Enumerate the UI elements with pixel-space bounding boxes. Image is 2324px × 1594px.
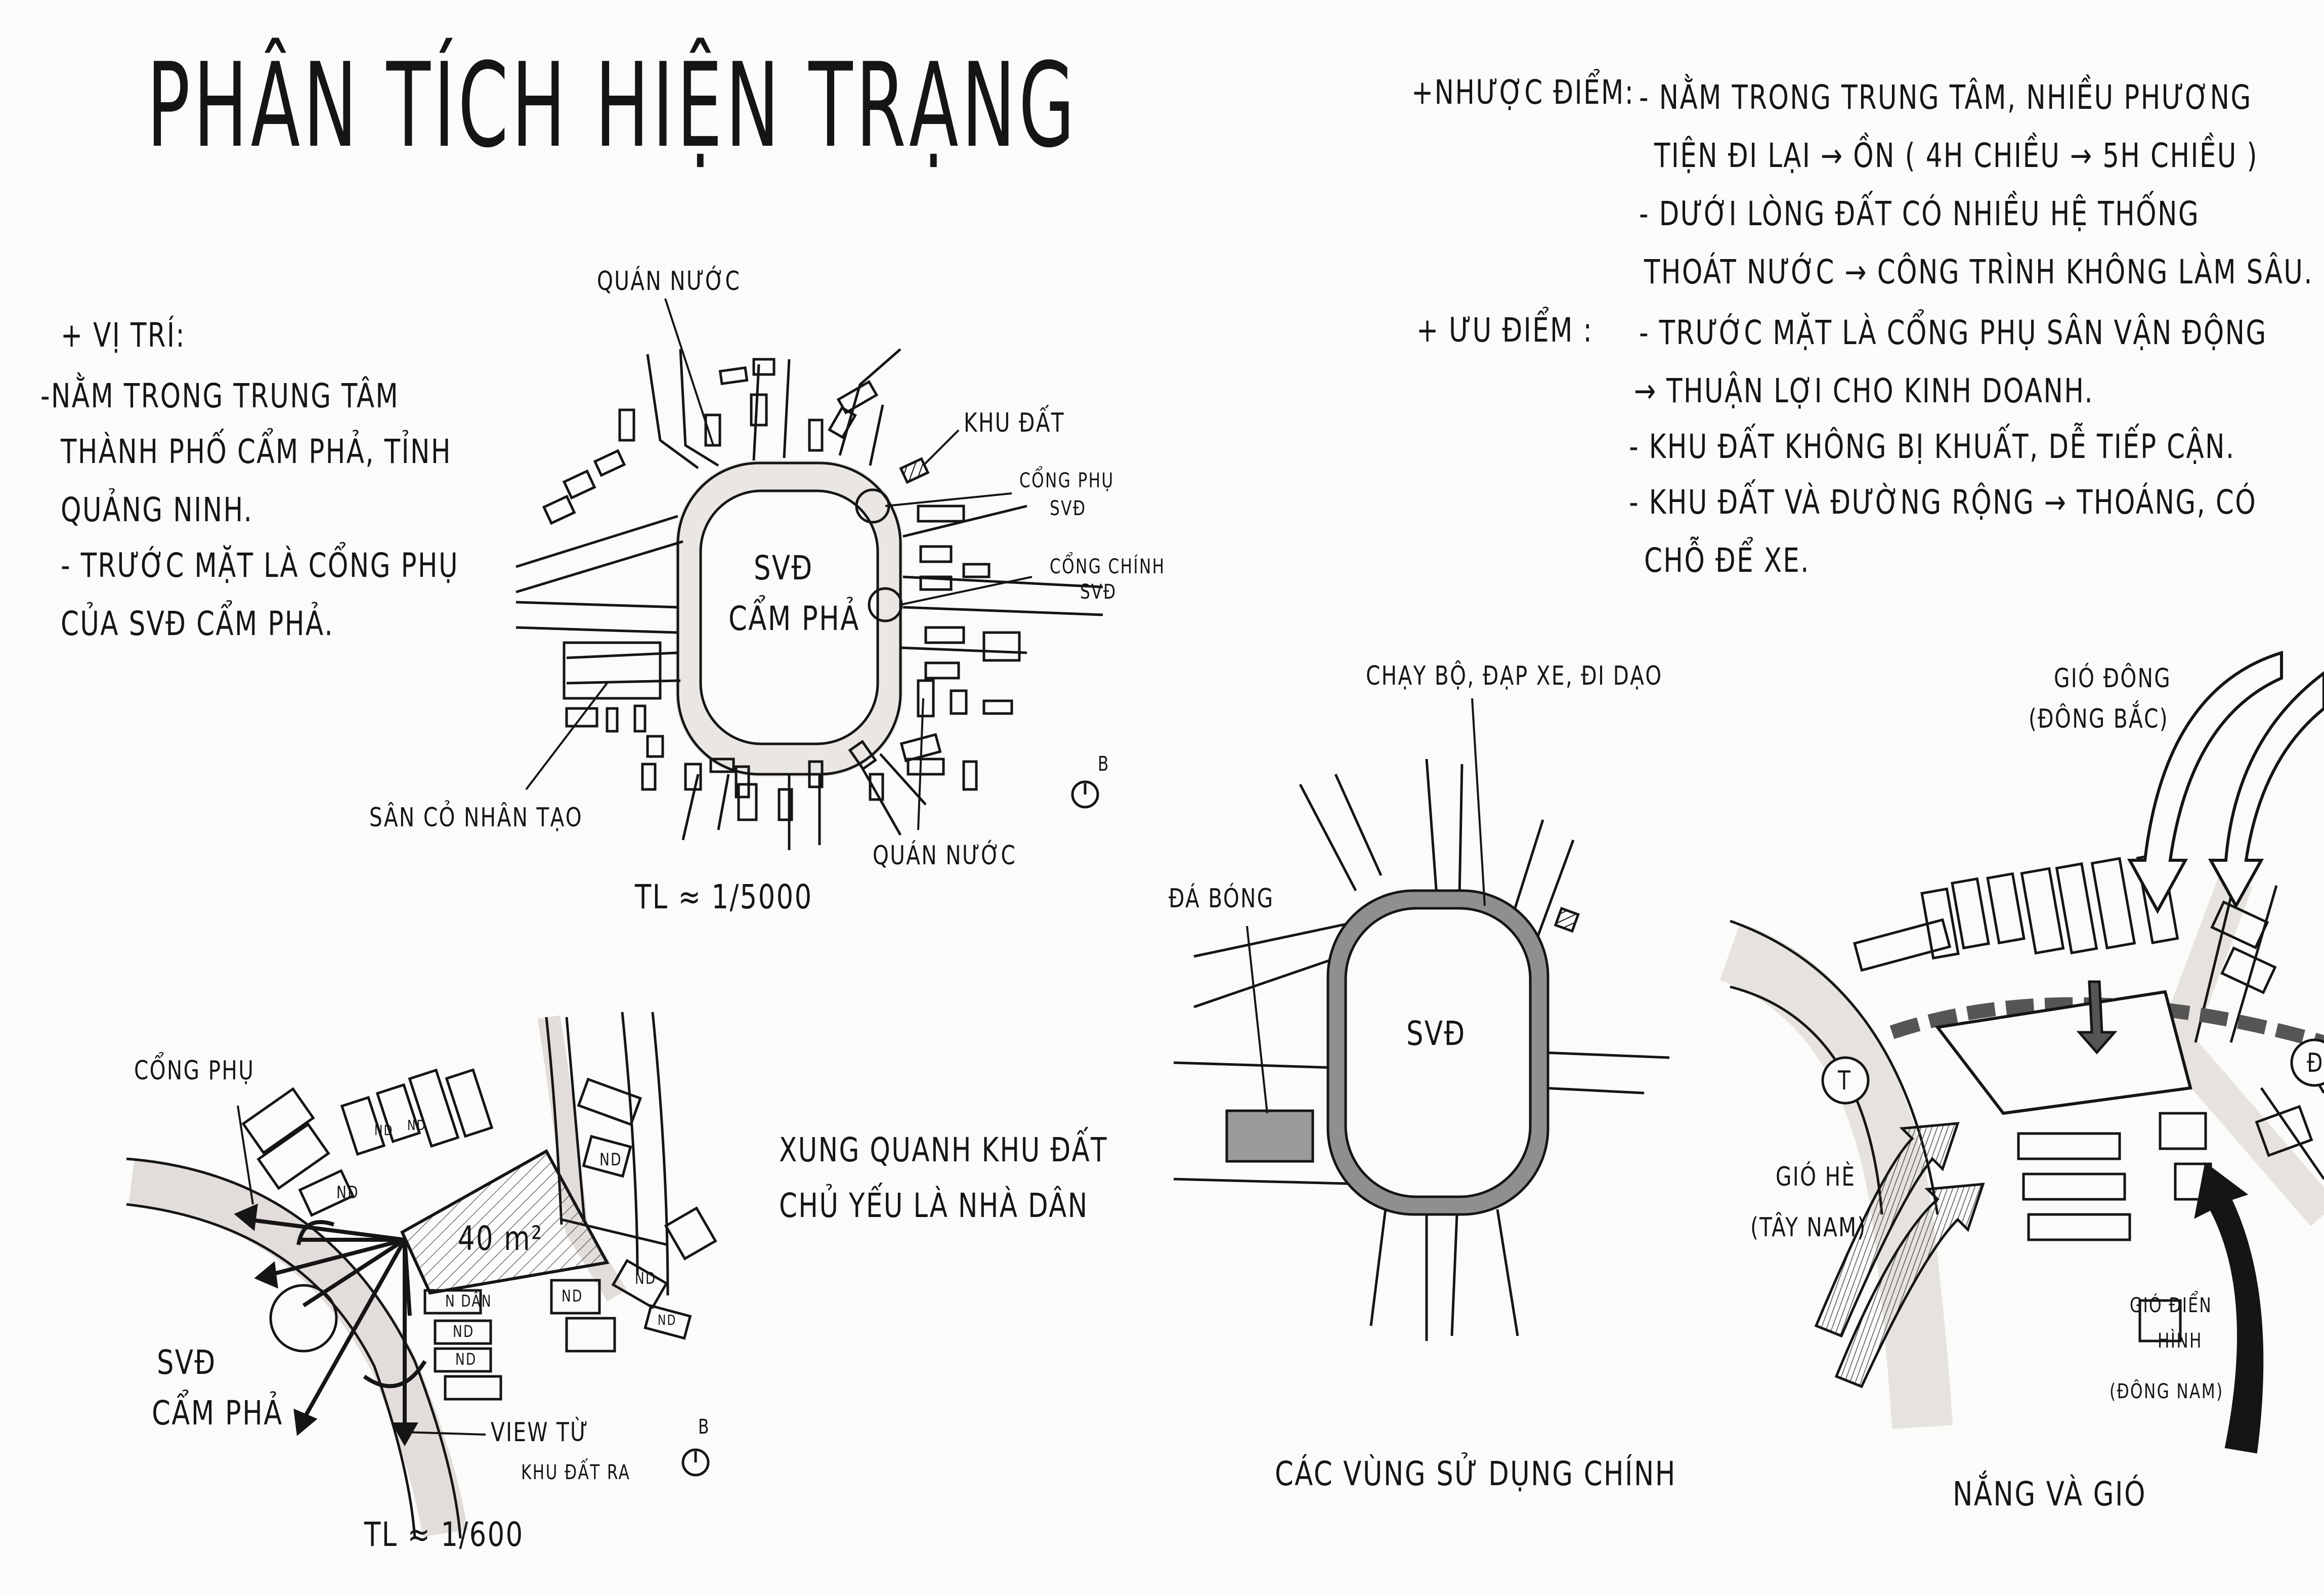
surroundings-line-2: CHỦ YẾU LÀ NHÀ DÂN — [779, 1186, 1089, 1225]
map1-side-gate-2: SVĐ — [1050, 497, 1087, 520]
map4-typical-wind-2: HÌNH — [2158, 1329, 2203, 1353]
house-tag: ND — [407, 1117, 426, 1134]
advantages-line-5: CHỖ ĐỂ XE. — [1644, 541, 1810, 580]
map2-stadium-1: SVĐ — [157, 1343, 217, 1382]
advantages-line-1: - TRƯỚC MẶT LÀ CỔNG PHỤ SÂN VẬN ĐỘNG — [1639, 313, 2267, 352]
advantages-line-3: - KHU ĐẤT KHÔNG BỊ KHUẤT, DỄ TIẾP CẬN. — [1629, 427, 2235, 466]
house-blocks — [542, 358, 1021, 821]
wind-houses — [1853, 852, 2313, 1343]
hatched-site-3 — [1554, 907, 1580, 933]
football-pitch — [1225, 1109, 1314, 1163]
map2-view-2: KHU ĐẤT RA — [521, 1461, 631, 1484]
map1-cafe-bottom: QUÁN NƯỚC — [873, 841, 1017, 871]
location-line-1: -NẰM TRONG TRUNG TÂM — [40, 376, 400, 415]
map4-east-wind-2: (ĐÔNG BẮC) — [2029, 704, 2169, 734]
view-arrows — [234, 1203, 427, 1447]
map1-side-gate-1: CỔNG PHỤ — [1019, 469, 1114, 492]
disadvantages-line-1: - NẰM TRONG TRUNG TÂM, NHIỀU PHƯƠNG — [1639, 78, 2252, 117]
house-tag: ND — [336, 1183, 359, 1203]
advantages-line-2: → THUẬN LỢI CHO KINH DOANH. — [1634, 371, 2094, 410]
advantages-line-4: - KHU ĐẤT VÀ ĐƯỜNG RỘNG → THOÁNG, CÓ — [1629, 483, 2257, 522]
house-tag: ND — [453, 1322, 475, 1341]
site-location-map — [515, 298, 1103, 850]
detail-gate-circle — [269, 1284, 338, 1353]
location-line-2: THÀNH PHỐ CẨM PHẢ, TỈNH — [61, 432, 452, 471]
surroundings-line-1: XUNG QUANH KHU ĐẤT — [779, 1130, 1108, 1169]
typical-wind-arrow — [2194, 1162, 2264, 1454]
map4-summer-wind-2: (TÂY NAM) — [1750, 1212, 1867, 1243]
house-tag: ND — [599, 1150, 622, 1170]
map3-stadium-label: SVĐ — [1406, 1014, 1466, 1053]
map2-stadium-2: CẨM PHẢ — [152, 1394, 283, 1433]
map3-activity-label: CHẠY BỘ, ĐẠP XE, ĐI DẠO — [1366, 661, 1663, 691]
map2-view-1: VIEW TỪ — [491, 1417, 589, 1448]
summer-wind-arrow-2 — [1834, 1183, 1985, 1389]
location-line-5: CỦA SVĐ CẨM PHẢ. — [61, 604, 334, 643]
location-line-4: - TRƯỚC MẶT LÀ CỔNG PHỤ — [61, 546, 459, 585]
sun-arrow — [2076, 980, 2118, 1055]
disadvantages-line-3: - DƯỚI LÒNG ĐẤT CÓ NHIỀU HỆ THỐNG — [1639, 194, 2200, 233]
map2-north-label: B — [698, 1415, 710, 1439]
map1-stadium-line-1: SVĐ — [754, 549, 813, 588]
map4-caption: NẮNG VÀ GIÓ — [1953, 1475, 2146, 1514]
house-tag: ND — [635, 1269, 657, 1288]
map1-stadium-line-2: CẨM PHẢ — [728, 599, 860, 638]
map4-summer-wind-1: GIÓ HÈ — [1776, 1162, 1856, 1192]
summer-wind-arrow — [1814, 1122, 1960, 1338]
east-wind-arrow — [2127, 650, 2283, 914]
usage-zones-map — [1173, 698, 1670, 1341]
sun-wind-map — [1719, 650, 2324, 1454]
disadvantages-heading: +NHƯỢC ĐIỂM: — [1411, 73, 1635, 112]
map2-area-label: 40 m² — [458, 1219, 543, 1258]
house-tag: ND — [562, 1286, 583, 1306]
map1-turf-label: SÂN CỎ NHÂN TẠO — [369, 803, 583, 833]
east-marker — [2290, 1038, 2324, 1087]
map4-typical-wind-1: GIÓ ĐIỂN — [2130, 1294, 2213, 1317]
map1-site-label: KHU ĐẤT — [964, 408, 1065, 438]
map4-typical-wind-3: (ĐÔNG NAM) — [2110, 1380, 2224, 1403]
map1-main-gate-2: SVĐ — [1080, 580, 1117, 604]
map3-football-label: ĐÁ BÓNG — [1169, 884, 1274, 914]
road-network — [515, 348, 1103, 850]
map1-cafe-top: QUÁN NƯỚC — [597, 266, 741, 297]
map1-scale: TL ≈ 1/5000 — [635, 877, 813, 916]
location-heading: + VỊ TRÍ: — [61, 316, 186, 355]
map2-gate-label: CỔNG PHỤ — [134, 1056, 255, 1086]
map4-west-label: T — [1838, 1066, 1852, 1096]
map1-north-label: B — [1098, 752, 1110, 776]
north-arrow-1 — [1071, 780, 1099, 809]
west-marker — [1821, 1056, 1870, 1105]
page-title: PHÂN TÍCH HIỆN TRẠNG — [147, 38, 1078, 174]
site-detail-map — [126, 1012, 717, 1539]
location-line-3: QUẢNG NINH. — [61, 490, 253, 529]
map2-scale: TL ≈ 1/600 — [364, 1515, 524, 1554]
disadvantages-line-2: TIỆN ĐI LẠI → ỒN ( 4H CHIỀU → 5H CHIỀU ) — [1654, 136, 2258, 175]
stadium-outline — [699, 489, 879, 745]
map4-east-label: Đ — [2307, 1048, 2324, 1078]
detail-houses — [241, 1068, 717, 1401]
map4-east-wind-1: GIÓ ĐÔNG — [2054, 663, 2172, 694]
north-arrow-2 — [681, 1448, 710, 1477]
advantages-heading: + ƯU ĐIỂM : — [1416, 311, 1594, 350]
house-tag: ND — [658, 1312, 677, 1328]
site-hatch — [899, 457, 930, 484]
site-plot — [400, 1149, 610, 1295]
house-tag: ND — [374, 1122, 394, 1139]
map3-caption: CÁC VÙNG SỬ DỤNG CHÍNH — [1275, 1454, 1676, 1493]
disadvantages-line-4: THOÁT NƯỚC → CÔNG TRÌNH KHÔNG LÀM SÂU. — [1644, 253, 2313, 291]
house-tag: ND — [455, 1350, 477, 1369]
house-tag: N DÂN — [445, 1291, 492, 1311]
east-wind-arrow-2 — [2208, 671, 2324, 909]
map1-main-gate-1: CỔNG CHÍNH — [1050, 555, 1166, 578]
